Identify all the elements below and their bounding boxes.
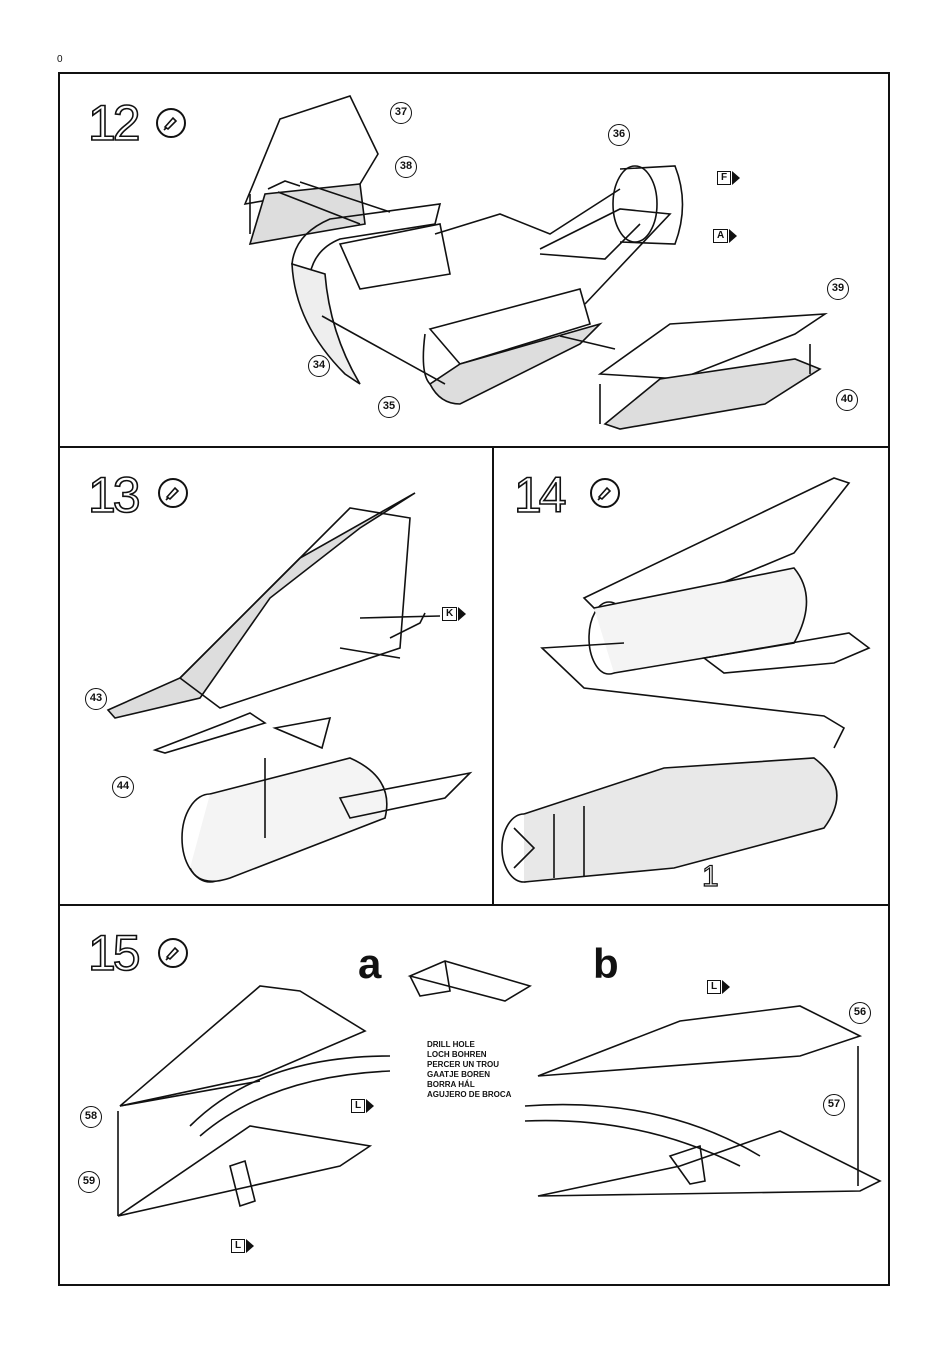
callout-36: 36 xyxy=(608,124,630,146)
callout-38: 38 xyxy=(395,156,417,178)
tag-K: K xyxy=(442,607,457,621)
part-number-1: 1 xyxy=(702,860,719,894)
page-number: 0 xyxy=(57,54,63,65)
tag-L-a: L xyxy=(351,1099,365,1113)
instruction-frame: 12 xyxy=(58,72,890,1286)
step-13-panel: 13 K 43 44 xyxy=(60,448,494,906)
callout-58: 58 xyxy=(80,1106,102,1128)
tag-L-b: L xyxy=(707,980,721,994)
callout-59: 59 xyxy=(78,1171,100,1193)
tag-L-bottom-left: L xyxy=(231,1239,245,1253)
callout-39: 39 xyxy=(827,278,849,300)
step-13-illustration xyxy=(60,448,494,906)
step-12-illustration xyxy=(60,74,888,448)
callout-43: 43 xyxy=(85,688,107,710)
callout-44: 44 xyxy=(112,776,134,798)
step-15-illustration xyxy=(60,906,888,1284)
callout-56: 56 xyxy=(849,1002,871,1024)
step-15-panel: 15 a b DRILL HOLE LOCH BOHREN PERCER UN … xyxy=(60,906,888,1284)
step-14-illustration xyxy=(494,448,888,906)
callout-34: 34 xyxy=(308,355,330,377)
tag-F: F xyxy=(717,171,731,185)
callout-35: 35 xyxy=(378,396,400,418)
step-12-panel: 12 xyxy=(60,74,888,448)
callout-37: 37 xyxy=(390,102,412,124)
step-14-panel: 14 1 xyxy=(494,448,888,906)
callout-57: 57 xyxy=(823,1094,845,1116)
tag-A: A xyxy=(713,229,728,243)
callout-40: 40 xyxy=(836,389,858,411)
